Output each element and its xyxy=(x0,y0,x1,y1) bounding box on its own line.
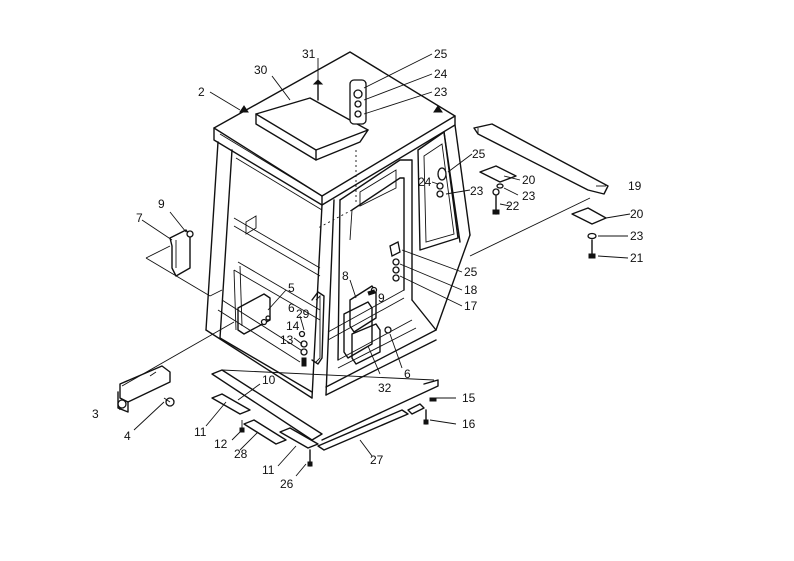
leader-lines xyxy=(117,53,631,477)
side-fasteners xyxy=(389,241,401,282)
callout-16: 16 xyxy=(462,417,476,431)
callout-28: 28 xyxy=(234,447,248,461)
callout-7: 7 xyxy=(136,211,143,225)
plate-5 xyxy=(237,293,271,335)
callout-17: 17 xyxy=(464,299,478,313)
callout-13: 13 xyxy=(280,333,294,347)
bracket-7 xyxy=(169,229,194,277)
callout-23: 23 xyxy=(522,189,536,203)
plate-20b xyxy=(571,207,607,259)
callout-23: 23 xyxy=(434,85,448,99)
callout-30: 30 xyxy=(254,63,268,77)
washer-23 xyxy=(496,183,504,189)
callout-24: 24 xyxy=(434,67,448,81)
bolts-15-16 xyxy=(407,397,437,425)
callout-25: 25 xyxy=(472,147,486,161)
callout-24: 24 xyxy=(418,175,432,189)
callout-23: 23 xyxy=(630,229,644,243)
callout-22: 22 xyxy=(506,199,520,213)
callout-31: 31 xyxy=(302,47,316,61)
callout-25: 25 xyxy=(464,265,478,279)
roof-bolt xyxy=(239,105,249,113)
roof-hatch xyxy=(255,97,369,161)
callout-27: 27 xyxy=(370,453,384,467)
roof-fasteners xyxy=(349,79,367,125)
rear-bracket-19 xyxy=(469,123,609,257)
callout-25: 25 xyxy=(434,47,448,61)
callout-18: 18 xyxy=(464,283,478,297)
callout-9: 9 xyxy=(158,197,165,211)
fasteners-13-14-29 xyxy=(298,330,308,367)
callout-29: 29 xyxy=(296,307,310,321)
callout-3: 3 xyxy=(92,407,99,421)
callout-15: 15 xyxy=(462,391,476,405)
callout-14: 14 xyxy=(286,319,300,333)
callout-11: 11 xyxy=(262,463,275,477)
callout-21: 21 xyxy=(630,251,644,265)
callout-12: 12 xyxy=(214,437,228,451)
callout-6: 6 xyxy=(288,301,295,315)
callout-20: 20 xyxy=(522,173,536,187)
bolt-9-right xyxy=(367,289,376,296)
callout-4: 4 xyxy=(124,429,131,443)
callout-11: 11 xyxy=(194,425,207,439)
bolt-31 xyxy=(312,79,324,101)
callout-23: 23 xyxy=(470,184,484,198)
callout-10: 10 xyxy=(262,373,276,387)
mount-plate-3-4 xyxy=(117,365,175,413)
bracket-32 xyxy=(351,323,392,365)
bolt-22 xyxy=(492,188,500,215)
callout-6: 6 xyxy=(404,367,411,381)
callout-32: 32 xyxy=(378,381,392,395)
strip-27 xyxy=(317,409,409,451)
rail-10 xyxy=(211,369,439,441)
callout-26: 26 xyxy=(280,477,294,491)
bolt-26 xyxy=(307,449,313,467)
cab-frame xyxy=(205,124,471,399)
handrail xyxy=(311,291,325,365)
rear-fasteners xyxy=(436,167,447,198)
callout-8: 8 xyxy=(342,269,349,283)
callout-labels: 31 25 30 24 2 23 25 20 24 19 23 23 9 22 … xyxy=(92,47,644,491)
callout-5: 5 xyxy=(288,281,295,295)
pads-11-12-28 xyxy=(211,393,319,449)
callout-9: 9 xyxy=(378,291,385,305)
callout-2: 2 xyxy=(198,85,205,99)
callout-19: 19 xyxy=(628,179,642,193)
roof-bolt-right xyxy=(433,105,443,113)
callout-20: 20 xyxy=(630,207,644,221)
